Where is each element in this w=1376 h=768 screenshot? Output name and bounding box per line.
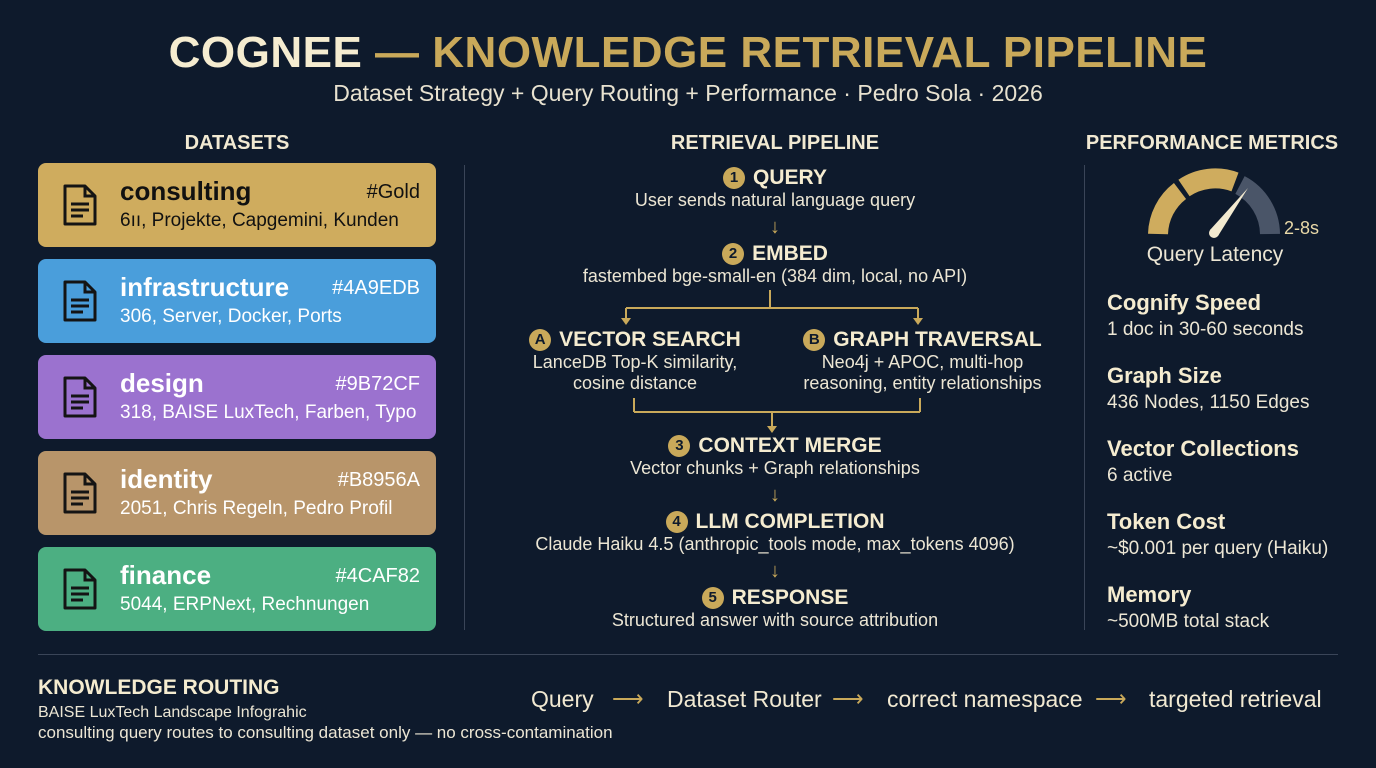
step-desc: Vector chunks + Graph relationships bbox=[630, 458, 920, 478]
step-number: 5 bbox=[701, 587, 724, 609]
dataset-name: design bbox=[120, 368, 204, 398]
dataset-color-tag: #4A9EDB bbox=[332, 277, 420, 299]
metric-title: Cognify Speed bbox=[1107, 290, 1262, 315]
step-title: LLM COMPLETION bbox=[695, 510, 885, 533]
routing-heading: KNOWLEDGE ROUTING bbox=[38, 676, 280, 699]
step-number: B bbox=[803, 329, 826, 351]
divider bbox=[464, 165, 465, 630]
divider bbox=[38, 654, 1338, 655]
metric-value: ~500MB total stack bbox=[1107, 611, 1270, 632]
page-title: COGNEE — KNOWLEDGE RETRIEVAL PIPELINE bbox=[0, 28, 1376, 78]
dataset-color-tag: #9B72CF bbox=[335, 373, 421, 395]
subtitle: Dataset Strategy + Query Routing + Perfo… bbox=[333, 80, 1043, 106]
dataset-card-identity[interactable]: identity #B8956A 2051, Chris Regeln, Ped… bbox=[38, 451, 436, 535]
dataset-name: finance bbox=[120, 560, 212, 590]
step-number: 2 bbox=[722, 243, 745, 265]
metric-title: Graph Size bbox=[1107, 363, 1222, 388]
arrow-right-icon: ⟶ bbox=[1095, 686, 1127, 711]
dataset-color-tag: #Gold bbox=[366, 181, 420, 203]
arrow-right-icon: ⟶ bbox=[832, 686, 864, 711]
document-icon bbox=[63, 376, 97, 418]
step-desc: LanceDB Top-K similarity, bbox=[532, 352, 738, 372]
document-icon bbox=[63, 280, 97, 322]
route-step: correct namespace bbox=[887, 686, 1083, 712]
gauge-icon bbox=[1148, 168, 1280, 238]
step-number: A bbox=[529, 329, 552, 351]
datasets-heading: DATASETS bbox=[184, 132, 290, 154]
step-title: EMBED bbox=[752, 242, 828, 265]
arrow-right-icon: ⟶ bbox=[612, 686, 644, 711]
step-desc: Neo4j + APOC, multi-hop bbox=[821, 352, 1024, 372]
routing-line2: consulting query routes to consulting da… bbox=[38, 723, 613, 742]
dataset-color-tag: #4CAF82 bbox=[335, 565, 421, 587]
arrow-down-icon: ↓ bbox=[770, 216, 780, 238]
dataset-card-infrastructure[interactable]: infrastructure #4A9EDB 306, Server, Dock… bbox=[38, 259, 436, 343]
dataset-desc: 2051, Chris Regeln, Pedro Profil bbox=[120, 498, 393, 519]
title-main: — KNOWLEDGE RETRIEVAL PIPELINE bbox=[375, 28, 1208, 77]
step-desc: Structured answer with source attributio… bbox=[611, 610, 939, 630]
dataset-card-finance[interactable]: finance #4CAF82 5044, ERPNext, Rechnunge… bbox=[38, 547, 436, 631]
divider bbox=[1084, 165, 1085, 630]
dataset-color-tag: #B8956A bbox=[337, 469, 420, 491]
step-number: 1 bbox=[723, 167, 746, 189]
pipeline-heading: RETRIEVAL PIPELINE bbox=[670, 132, 880, 154]
gauge-value: 2-8s bbox=[1284, 218, 1320, 238]
step-title: GRAPH TRAVERSAL bbox=[833, 328, 1042, 351]
step-title: VECTOR SEARCH bbox=[559, 328, 741, 351]
dataset-card-consulting[interactable]: consulting #Gold 6ıı, Projekte, Capgemin… bbox=[38, 163, 436, 247]
route-step: targeted retrieval bbox=[1149, 686, 1322, 712]
routing-line1: BAISE LuxTech Landscape Infograhic bbox=[38, 704, 307, 721]
document-icon bbox=[63, 184, 97, 226]
metric-title: Token Cost bbox=[1107, 509, 1226, 534]
step-title: CONTEXT MERGE bbox=[698, 434, 882, 457]
dataset-desc: 306, Server, Docker, Ports bbox=[120, 306, 342, 327]
document-icon bbox=[63, 568, 97, 610]
dataset-name: infrastructure bbox=[120, 272, 290, 302]
step-title: QUERY bbox=[753, 166, 827, 189]
step-number: 3 bbox=[668, 435, 691, 457]
arrow-down-icon: ↓ bbox=[770, 560, 780, 582]
metric-title: Vector Collections bbox=[1107, 436, 1299, 461]
metric-value: 1 doc in 30-60 seconds bbox=[1107, 319, 1304, 340]
metric-title: Memory bbox=[1107, 582, 1192, 607]
step-desc: Claude Haiku 4.5 (anthropic_tools mode, … bbox=[535, 534, 1015, 554]
dataset-name: consulting bbox=[120, 176, 252, 206]
route-step: Dataset Router bbox=[667, 686, 822, 712]
gauge-label: Query Latency bbox=[1146, 243, 1284, 266]
step-desc: fastembed bge-small-en (384 dim, local, … bbox=[582, 266, 968, 286]
dataset-card-design[interactable]: design #9B72CF 318, BAISE LuxTech, Farbe… bbox=[38, 355, 436, 439]
step-title: RESPONSE bbox=[731, 586, 849, 609]
document-icon bbox=[63, 472, 97, 514]
dataset-desc: 6ıı, Projekte, Capgemini, Kunden bbox=[120, 210, 399, 231]
dataset-desc: 318, BAISE LuxTech, Farben, Typo bbox=[120, 402, 417, 423]
step-desc: cosine distance bbox=[572, 373, 698, 393]
metric-value: 436 Nodes, 1150 Edges bbox=[1107, 392, 1310, 413]
step-desc: reasoning, entity relationships bbox=[803, 373, 1042, 393]
dataset-name: identity bbox=[120, 464, 213, 494]
branch-connector bbox=[621, 290, 923, 433]
arrow-down-icon: ↓ bbox=[770, 484, 780, 506]
metric-value: 6 active bbox=[1107, 465, 1173, 486]
step-number: 4 bbox=[665, 511, 688, 533]
metrics-heading: PERFORMANCE METRICS bbox=[1085, 132, 1339, 154]
route-step: Query bbox=[531, 686, 594, 712]
dataset-desc: 5044, ERPNext, Rechnungen bbox=[120, 594, 370, 615]
step-desc: User sends natural language query bbox=[634, 190, 916, 210]
title-brand: COGNEE bbox=[168, 28, 363, 77]
metric-value: ~$0.001 per query (Haiku) bbox=[1107, 538, 1329, 559]
